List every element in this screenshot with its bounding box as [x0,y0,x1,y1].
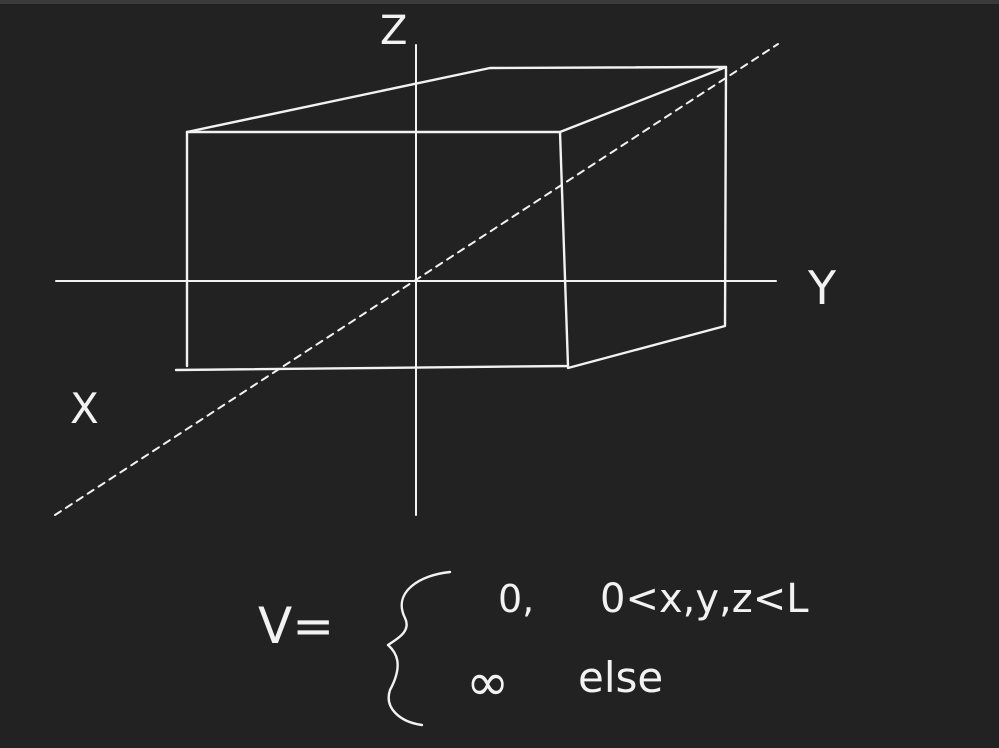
box-top-face [185,65,728,134]
x-axis-dashed [54,43,779,516]
case2-condition: else [578,653,663,702]
cases-brace [386,570,452,727]
equation-lhs: V= [258,597,334,655]
case1-value: 0, [498,577,534,621]
box-front-face [174,130,570,372]
svg-text:Z: Z [380,8,407,54]
case2-value: ∞ [466,653,509,713]
svg-text:Y: Y [807,261,837,315]
potential-equation: V= 0, 0<x,y,z<L ∞ else [258,570,809,727]
box-right-face [566,65,728,370]
case1-condition: 0<x,y,z<L [600,576,809,622]
x-label: X [70,384,99,433]
z-label: Z [380,8,407,54]
box-outline [174,65,728,372]
window-top-bar [0,0,999,4]
y-label: Y [807,261,837,315]
svg-text:X: X [70,384,99,433]
